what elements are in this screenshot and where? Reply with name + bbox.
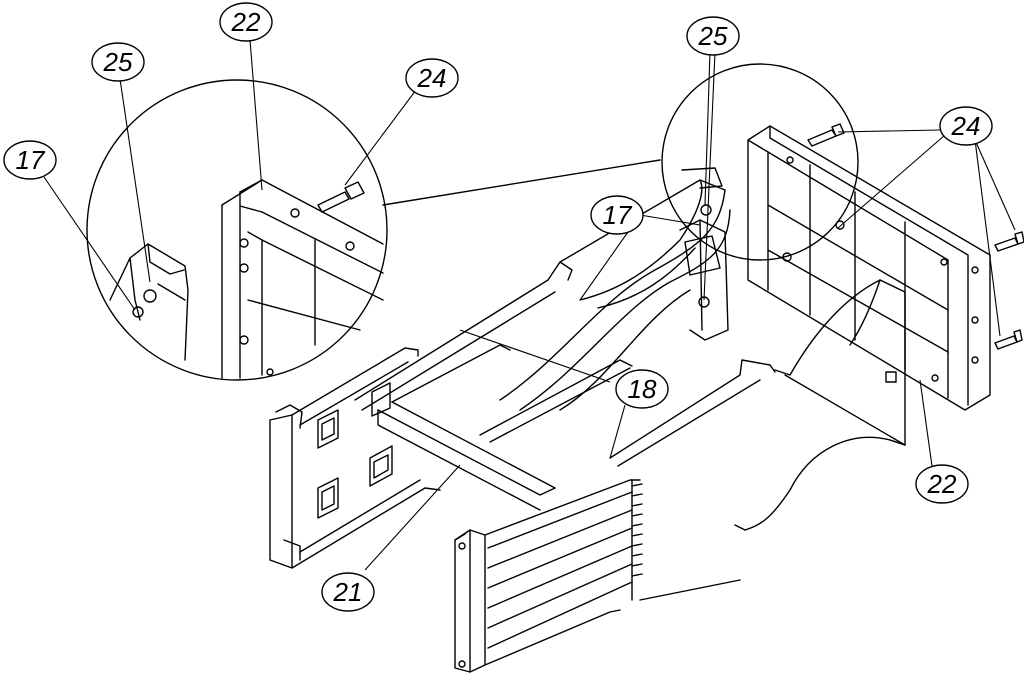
callout-label: 18 [628,374,657,404]
callout-label: 21 [333,577,363,607]
left-detail-view [86,79,388,381]
callout-leaders [43,39,1016,571]
callout-bubble-25-right: 25 [686,16,740,56]
right-detail-view [661,63,859,261]
callout-bubble-24-top: 24 [405,58,459,98]
detail-leader-line [382,159,661,206]
callout-bubble-24-right: 24 [939,106,993,146]
callout-bubble-25-left: 25 [91,42,145,82]
callout-label: 24 [951,111,981,141]
end-panel-22 [747,125,991,411]
callout-label: 17 [603,200,633,230]
callout-bubble-21: 21 [321,572,375,612]
callout-bubble-22-right: 22 [915,464,969,504]
callout-bubble-17-mid: 17 [590,195,644,235]
callout-label: 24 [417,63,447,93]
callout-bubble-22-top: 22 [219,2,273,42]
callout-label: 25 [698,21,728,51]
screws-24 [807,123,1024,350]
callout-label: 25 [103,47,133,77]
callout-label: 22 [231,7,261,37]
callout-label: 22 [927,469,957,499]
callout-bubble-17-left: 17 [3,140,57,180]
chassis-body [269,167,906,673]
callout-label: 17 [16,145,46,175]
callout-bubble-18: 18 [615,369,669,409]
